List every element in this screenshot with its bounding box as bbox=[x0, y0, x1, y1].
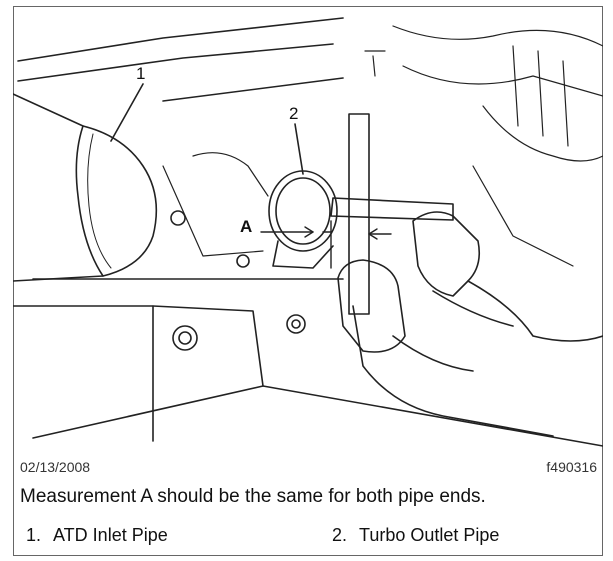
illustration bbox=[13, 17, 603, 447]
bolt-right bbox=[286, 314, 306, 334]
callout-a: A bbox=[240, 217, 253, 236]
scale bbox=[330, 197, 454, 221]
callout-1: 1 bbox=[136, 64, 146, 83]
measurement-a-arrows bbox=[260, 220, 392, 269]
legend-item-2: 2. Turbo Outlet Pipe bbox=[332, 525, 499, 546]
chassis-rail-lower bbox=[17, 43, 334, 82]
callout-2: 2 bbox=[289, 104, 299, 123]
legend-label: Turbo Outlet Pipe bbox=[359, 525, 500, 545]
legend-number: 2. bbox=[332, 525, 348, 545]
figure-frame bbox=[13, 6, 603, 556]
legend-item-1: 1. ATD Inlet Pipe bbox=[26, 525, 168, 546]
hands bbox=[337, 211, 603, 437]
legend-number: 1. bbox=[26, 525, 42, 545]
legend-label: ATD Inlet Pipe bbox=[53, 525, 168, 545]
turbo-outlet-pipe bbox=[268, 170, 338, 269]
frame-panel bbox=[32, 305, 264, 439]
bolt-left bbox=[172, 325, 198, 351]
date-stamp: 02/13/2008 bbox=[20, 459, 91, 475]
chassis-rail bbox=[17, 17, 344, 62]
figure-caption: Measurement A should be the same for bot… bbox=[20, 486, 486, 507]
straight-edge bbox=[348, 113, 370, 315]
engine-detail bbox=[162, 25, 603, 267]
atd-inlet-pipe bbox=[13, 93, 158, 282]
figure-id: f490316 bbox=[546, 459, 597, 475]
